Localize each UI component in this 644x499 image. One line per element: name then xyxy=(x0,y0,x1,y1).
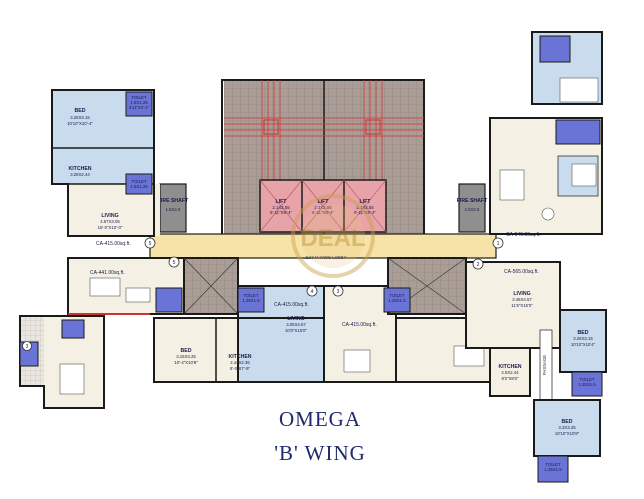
svg-text:TOILET: TOILET xyxy=(546,462,561,467)
flat-top-left: BED 3.28X3.15 10'10"X10'-4" TOILET 1.5X1… xyxy=(51,89,160,249)
lobby: 2.68 M WIDE LOBBY xyxy=(149,233,497,260)
bed-br-label: BED xyxy=(562,419,573,425)
svg-text:10'10"X10'-4": 10'10"X10'-4" xyxy=(67,121,93,126)
bed-r-label: BED xyxy=(578,330,589,336)
flat-area: CA-415.00sq.ft. xyxy=(274,302,309,308)
svg-text:1.25X1.5: 1.25X1.5 xyxy=(388,298,406,303)
svg-text:1.25X1.5: 1.25X1.5 xyxy=(544,467,562,472)
svg-text:3.05X4.57: 3.05X4.57 xyxy=(286,322,306,327)
svg-text:4.57X3.05: 4.57X3.05 xyxy=(100,219,120,224)
passage-label: PASSAGE xyxy=(542,355,547,375)
title-line2: 'B' WING xyxy=(274,441,366,465)
bed-tl-label: BED xyxy=(75,108,86,114)
kitchen-ml-label: KITCHEN xyxy=(228,354,251,360)
svg-text:FIRE SHAFT: FIRE SHAFT xyxy=(457,198,488,204)
svg-text:3: 3 xyxy=(26,344,29,350)
kitchen-r-label: KITCHEN xyxy=(498,364,521,370)
flat-middle-center-left: TOILET 1.25X1.5 BED 3.15X3.25 10'-4"X10'… xyxy=(153,257,325,383)
svg-text:10'10"X10'4": 10'10"X10'4" xyxy=(571,342,596,347)
bed-ml-label: BED xyxy=(181,348,192,354)
flat-middle-center-right: TOILET 1.25X1.5 CA-415.00sq.ft. 3 xyxy=(323,257,491,383)
lift-block: LIFT 2.1X2.55 6'-11"X8'-4" LIFT 2.1X2.55… xyxy=(259,179,387,233)
svg-text:1.5X1.25: 1.5X1.25 xyxy=(130,184,148,189)
living-mc-label: LIVING xyxy=(287,316,304,322)
flat-area: CA-441.00sq.ft. xyxy=(90,270,125,276)
svg-text:1.5X2.5: 1.5X2.5 xyxy=(166,207,181,212)
svg-text:3.28X2.44: 3.28X2.44 xyxy=(70,172,90,177)
svg-text:8'-0"X7'-9": 8'-0"X7'-9" xyxy=(230,366,250,371)
flat-area: CA-415.00sq.ft. xyxy=(342,322,377,328)
svg-text:11'5"X15'0": 11'5"X15'0" xyxy=(511,303,533,308)
lobby-label: 2.68 M WIDE LOBBY xyxy=(305,255,346,260)
svg-text:1.5X2.5: 1.5X2.5 xyxy=(465,207,480,212)
flat-area: CA-565.00sq.ft. xyxy=(504,269,539,275)
flat-middle-left: CA-441.00sq.ft. 5 xyxy=(67,256,185,315)
svg-text:FIRE SHAFT: FIRE SHAFT xyxy=(158,198,189,204)
flat-top-right: CA-546.00sq.ft. 1 xyxy=(489,31,603,249)
watermark-text: DEAL xyxy=(300,225,365,252)
svg-text:2.44X2.36: 2.44X2.36 xyxy=(230,360,250,365)
svg-text:8'2"X8'0": 8'2"X8'0" xyxy=(501,376,519,381)
lift3-dim2: 6'-11"X8'-4" xyxy=(354,210,377,215)
svg-text:2: 2 xyxy=(477,262,480,268)
svg-text:TOILET: TOILET xyxy=(132,95,147,100)
lift1-label: LIFT xyxy=(276,199,288,205)
living-tl-label: LIVING xyxy=(101,213,118,219)
wing-title: OMEGA 'B' WING xyxy=(274,407,366,465)
decorative-cross-right xyxy=(324,80,424,180)
svg-text:TOILET: TOILET xyxy=(132,179,147,184)
svg-text:3.48X4.57: 3.48X4.57 xyxy=(512,297,532,302)
decorative-cross-left xyxy=(224,80,324,180)
svg-text:4'11"X4'-1": 4'11"X4'-1" xyxy=(129,105,150,110)
svg-text:1.25X1.5: 1.25X1.5 xyxy=(578,382,596,387)
lift2-dim: 2.1X2.55 xyxy=(314,205,332,210)
lift1-dim: 2.1X2.55 xyxy=(272,205,290,210)
flat-bottom-left: 3 xyxy=(19,315,105,409)
svg-text:2.5X2.44: 2.5X2.44 xyxy=(501,370,519,375)
svg-text:TOILET: TOILET xyxy=(390,293,405,298)
flat-area: CA-415.00sq.ft. xyxy=(96,241,131,247)
central-terrace xyxy=(221,79,425,236)
svg-text:3.3X3.25: 3.3X3.25 xyxy=(558,425,576,430)
lift3-label: LIFT xyxy=(360,199,372,205)
svg-text:5: 5 xyxy=(173,260,176,266)
living-r-label: LIVING xyxy=(513,291,530,297)
svg-text:15'-0"X10'-0": 15'-0"X10'-0" xyxy=(98,225,123,230)
svg-text:4: 4 xyxy=(311,289,314,295)
svg-text:3: 3 xyxy=(337,289,340,295)
svg-text:5: 5 xyxy=(149,241,152,247)
lift1-dim2: 6'-11"X8'-4" xyxy=(270,210,293,215)
svg-text:1: 1 xyxy=(497,241,500,247)
lift2-label: LIFT xyxy=(318,199,330,205)
svg-text:TOILET: TOILET xyxy=(580,377,595,382)
svg-text:3.15X3.25: 3.15X3.25 xyxy=(176,354,196,359)
lift2-dim2: 6'-11"X8'-4" xyxy=(312,210,335,215)
svg-text:1.25X1.5: 1.25X1.5 xyxy=(242,298,260,303)
svg-text:3.28X3.15: 3.28X3.15 xyxy=(70,115,90,120)
svg-text:1.5X1.25: 1.5X1.25 xyxy=(130,100,148,105)
title-line1: OMEGA xyxy=(279,407,361,431)
svg-text:10'10"X10'8": 10'10"X10'8" xyxy=(555,431,580,436)
lift3-dim: 2.1X2.55 xyxy=(356,205,374,210)
svg-text:10'-4"X10'8": 10'-4"X10'8" xyxy=(174,360,198,365)
watermark: DEAL our price xyxy=(291,158,375,278)
svg-text:TOILET: TOILET xyxy=(244,293,259,298)
fire-shaft-right: FIRE SHAFT 1.5X2.5 xyxy=(457,183,488,233)
svg-text:10'0"X15'0": 10'0"X15'0" xyxy=(285,328,307,333)
svg-text:3.28X3.15: 3.28X3.15 xyxy=(573,336,593,341)
flat-right: CA-565.00sq.ft. 2 LIVING 3.48X4.57 11'5"… xyxy=(465,258,607,483)
fire-shaft-left: FIRE SHAFT 1.5X2.5 xyxy=(158,183,189,233)
kitchen-tl-label: KITCHEN xyxy=(68,166,91,172)
flat-area: CA-546.00sq.ft. xyxy=(506,232,541,238)
